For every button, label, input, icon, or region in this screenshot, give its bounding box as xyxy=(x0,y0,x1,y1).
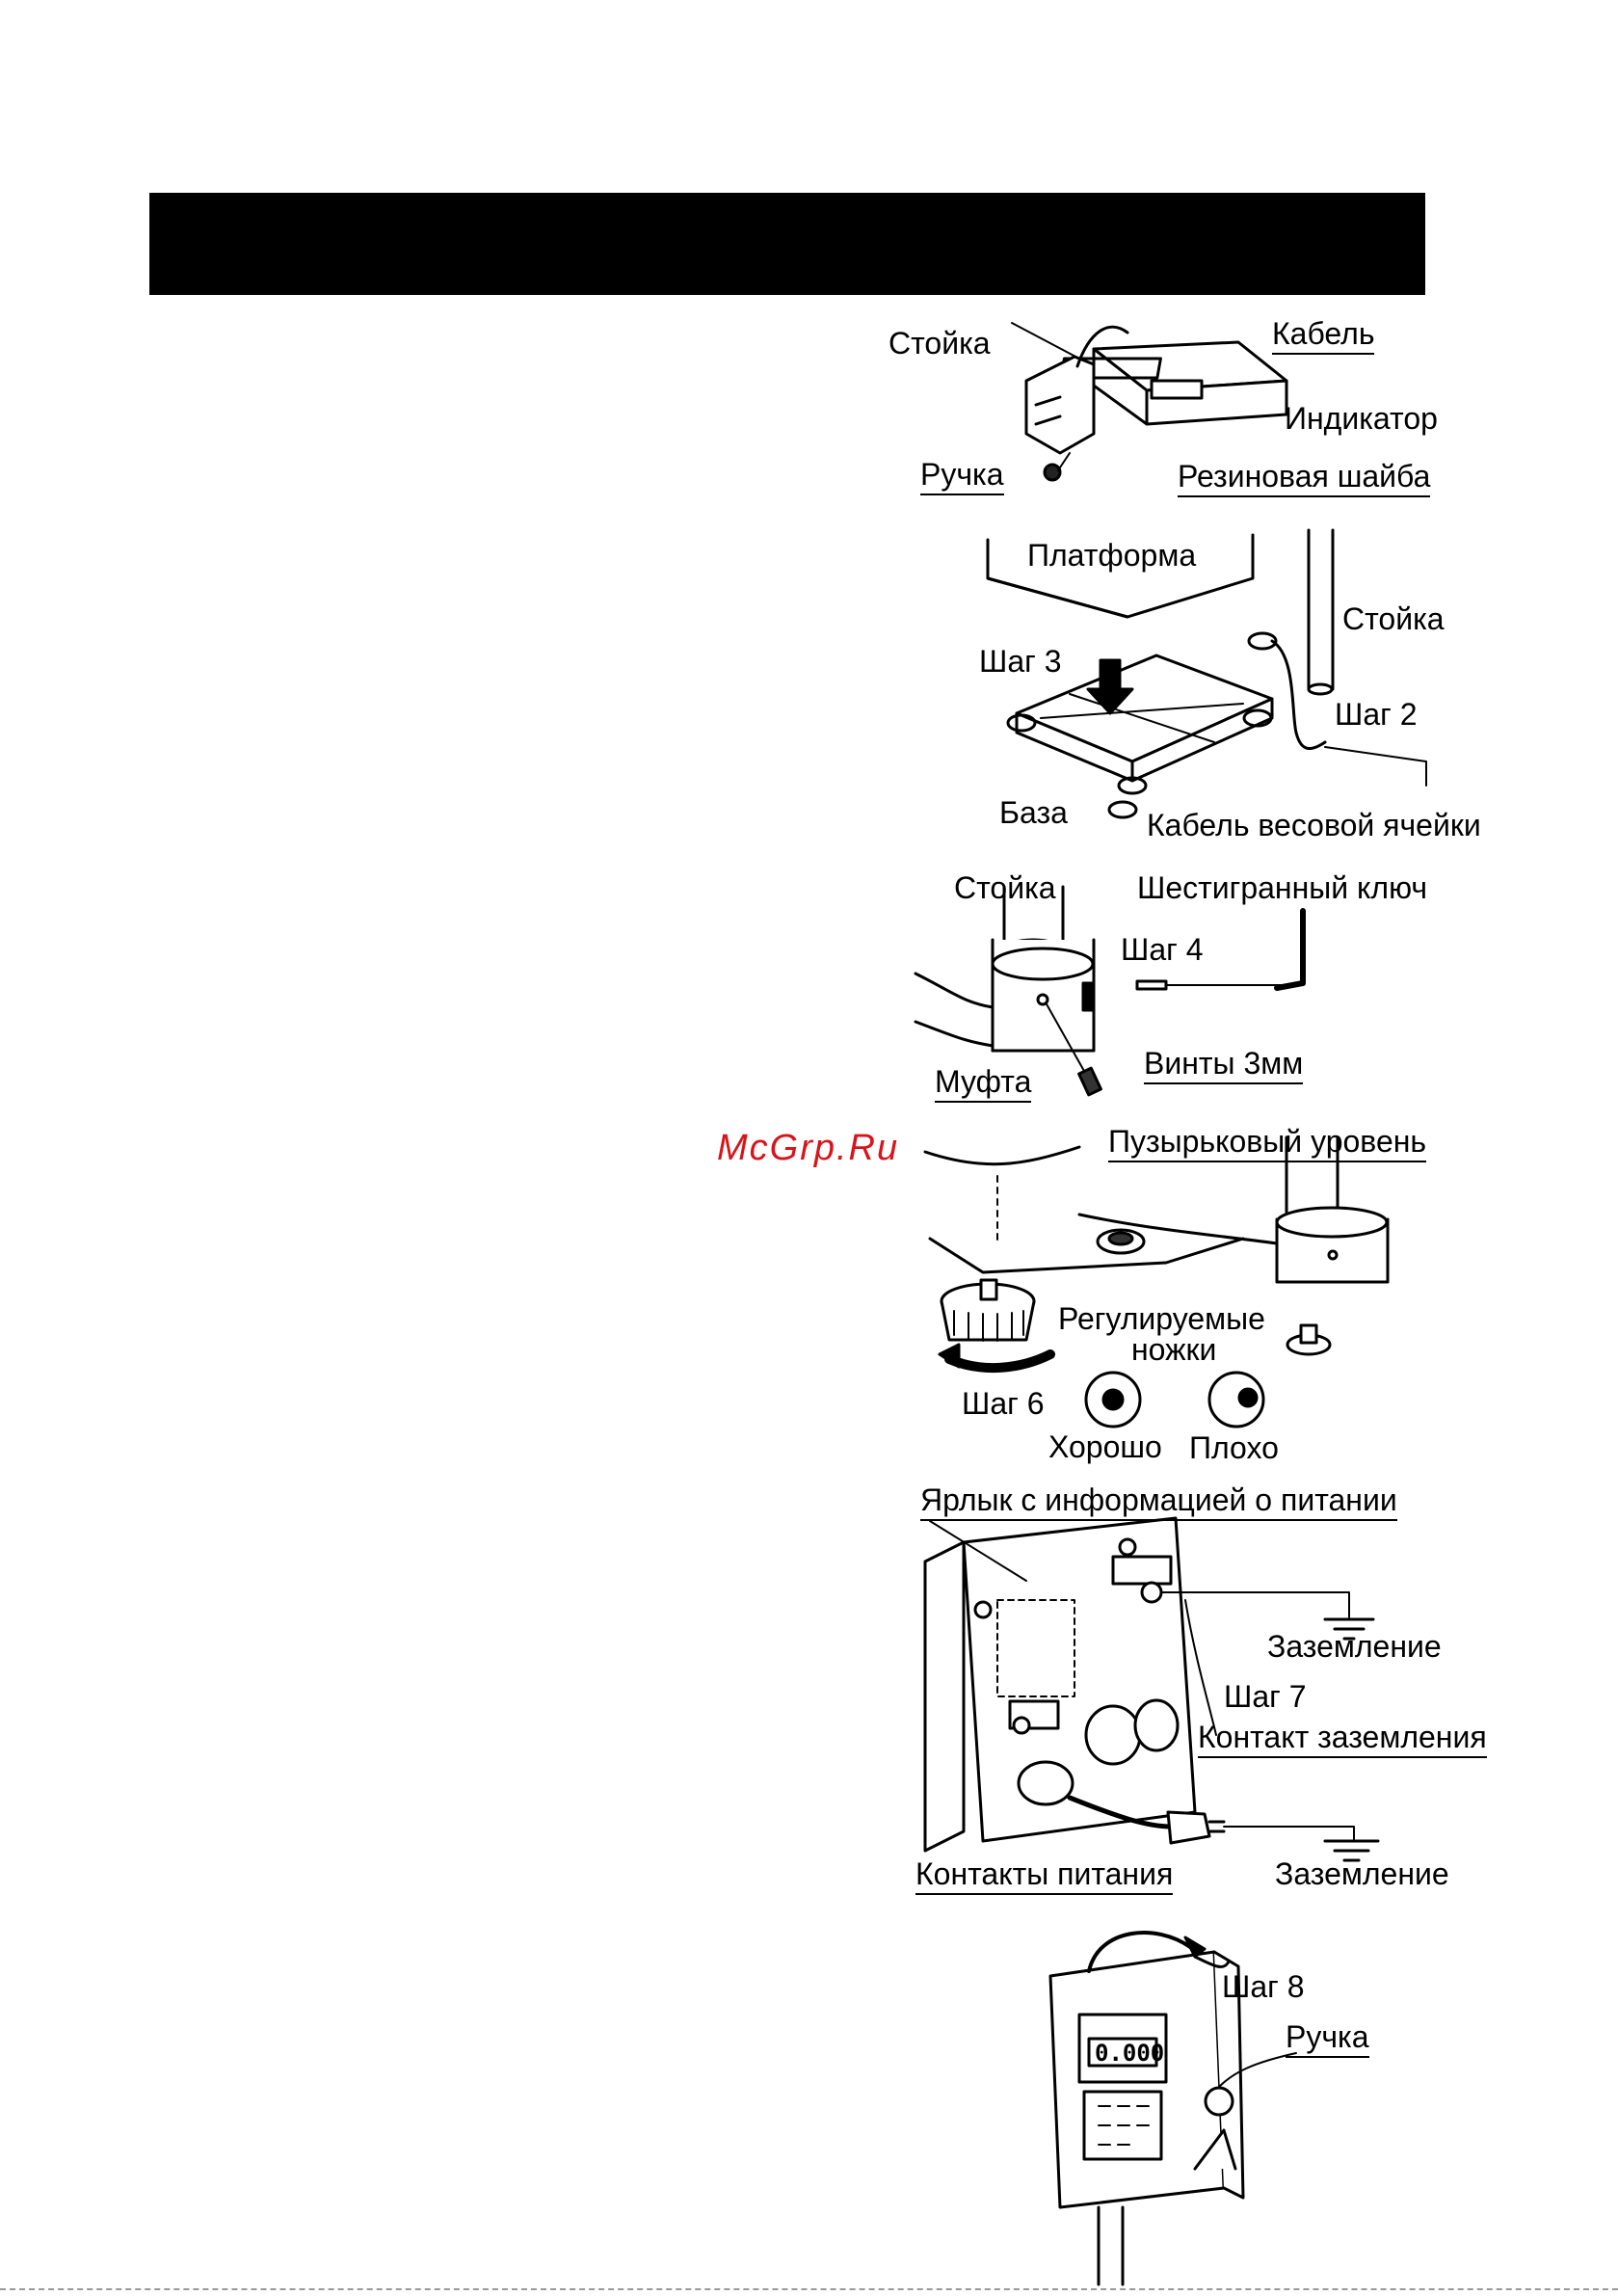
fig5-label-power-contacts: Контакты питания xyxy=(915,1858,1174,1895)
fig4-label-bad: Плохо xyxy=(1189,1430,1279,1465)
fig2-label-base: База xyxy=(999,795,1068,830)
fig1-label-cable: Кабель xyxy=(1272,318,1375,355)
fig5-label-ground-contact: Контакт заземления xyxy=(1198,1722,1487,1758)
fig1-label-handle: Ручка xyxy=(920,459,1004,495)
fig6-label-handle: Ручка xyxy=(1286,2021,1369,2058)
figure4-leveling-drawing xyxy=(923,1135,1390,1428)
fig4-label-adjustable-feet-1: Регулируемые xyxy=(1058,1301,1265,1336)
fig3-label-stand: Стойка xyxy=(954,870,1056,905)
fig3-label-hex-key: Шестигранный ключ xyxy=(1137,870,1428,905)
fig4-label-step6: Шаг 6 xyxy=(962,1386,1045,1421)
fig2-label-platform: Платформа xyxy=(1027,538,1197,573)
fig5-label-ground-2: Заземление xyxy=(1275,1856,1449,1891)
figure5-rear-panel-drawing xyxy=(923,1516,1380,1862)
figure6-indicator-handle-drawing xyxy=(1048,1931,1297,2286)
fig1-label-indicator: Индикатор xyxy=(1285,401,1438,436)
fig2-label-step3: Шаг 3 xyxy=(979,644,1062,679)
fig3-label-step4: Шаг 4 xyxy=(1121,932,1204,967)
fig5-label-power-info-tag: Ярлык с информацией о питании xyxy=(920,1484,1397,1521)
fig4-label-adjustable-feet-2: ножки xyxy=(1131,1332,1217,1367)
fig6-display-value: 0.000 xyxy=(1095,2040,1165,2067)
fig3-label-screws: Винты 3мм xyxy=(1144,1048,1304,1084)
fig2-label-step2: Шаг 2 xyxy=(1335,697,1418,732)
figure2-platform-drawing xyxy=(986,528,1427,819)
figure3-coupling-drawing xyxy=(914,885,1306,1097)
fig1-label-stand: Стойка xyxy=(889,326,991,360)
fig5-label-step7: Шаг 7 xyxy=(1224,1679,1307,1714)
fig1-label-rubber-washer: Резиновая шайба xyxy=(1178,461,1431,497)
fig2-label-stand: Стойка xyxy=(1342,601,1445,636)
fig6-label-step8: Шаг 8 xyxy=(1222,1969,1305,2004)
fig5-label-ground-1: Заземление xyxy=(1267,1629,1442,1664)
section-header-bar xyxy=(149,193,1425,295)
fig3-label-coupling: Муфта xyxy=(935,1066,1032,1103)
bottom-cut-line xyxy=(0,2288,1618,2290)
fig2-label-loadcell-cable: Кабель весовой ячейки xyxy=(1147,808,1481,842)
figure1-indicator-drawing xyxy=(1011,322,1288,482)
watermark: McGrp.Ru xyxy=(717,1128,900,1168)
fig4-label-good: Хорошо xyxy=(1048,1429,1162,1464)
fig4-label-bubble-level: Пузырьковый уровень xyxy=(1108,1126,1427,1162)
